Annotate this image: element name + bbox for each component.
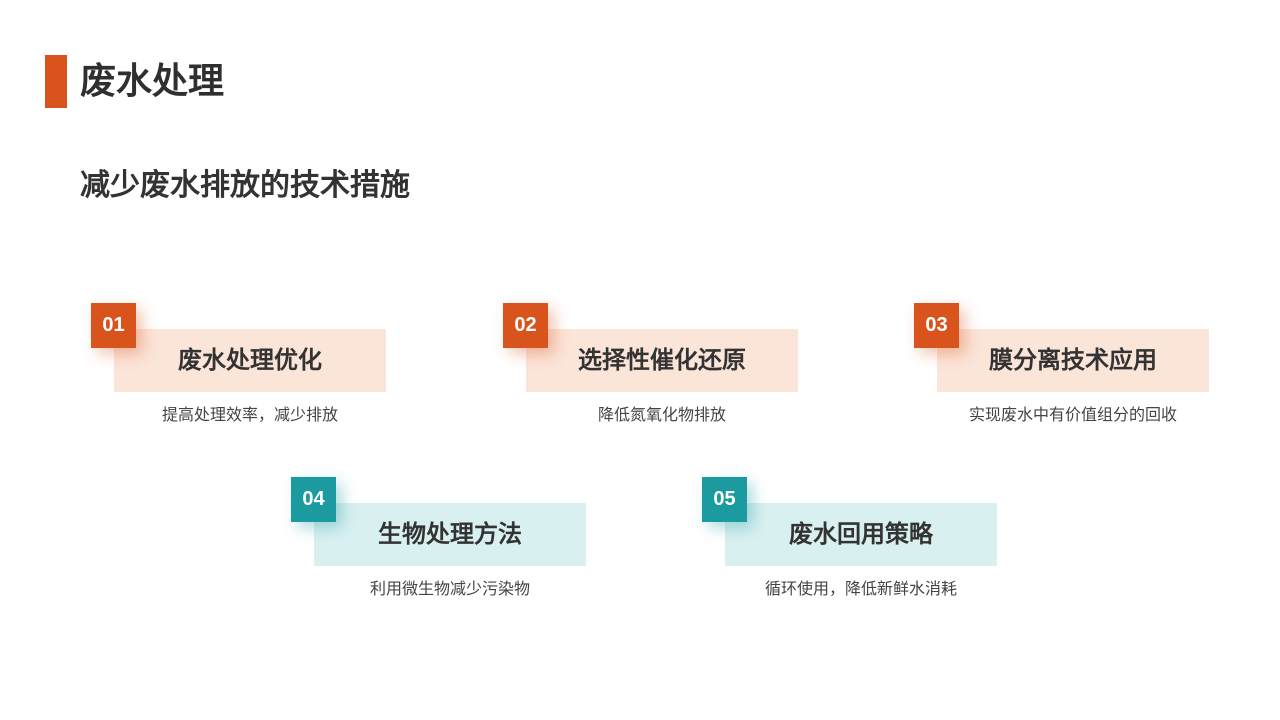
card-number-badge: 04 [291,477,336,522]
title-accent-bar [45,55,67,108]
card-description: 实现废水中有价值组分的回收 [968,405,1177,424]
card-label: 选择性催化还原 [578,346,746,374]
card-label: 膜分离技术应用 [989,346,1157,374]
measure-card-5: 废水回用策略 05 循环使用，降低新鲜水消耗 [702,477,1020,607]
card-description: 循环使用，降低新鲜水消耗 [764,579,957,598]
card-label: 废水回用策略 [789,520,933,548]
measure-card-1: 废水处理优化 01 提高处理效率，减少排放 [91,303,409,433]
card-label-box [314,503,586,566]
card-label-box [526,329,798,392]
page-title: 废水处理 [80,61,225,102]
measure-card-2: 选择性催化还原 02 降低氮氧化物排放 [503,303,821,433]
card-label: 生物处理方法 [378,520,522,548]
card-label: 废水处理优化 [178,346,322,374]
card-number-badge: 05 [702,477,747,522]
card-number-badge: 01 [91,303,136,348]
card-number-badge: 03 [914,303,959,348]
card-number-badge: 02 [503,303,548,348]
card-label-box [725,503,997,566]
card-description: 利用微生物减少污染物 [369,579,530,598]
measure-card-4: 生物处理方法 04 利用微生物减少污染物 [291,477,609,607]
measure-card-3: 膜分离技术应用 03 实现废水中有价值组分的回收 [914,303,1232,433]
card-description: 提高处理效率，减少排放 [161,405,338,424]
card-label-box [114,329,386,392]
section-subtitle: 减少废水排放的技术措施 [80,168,410,203]
card-description: 降低氮氧化物排放 [597,405,726,424]
card-label-box [937,329,1209,392]
